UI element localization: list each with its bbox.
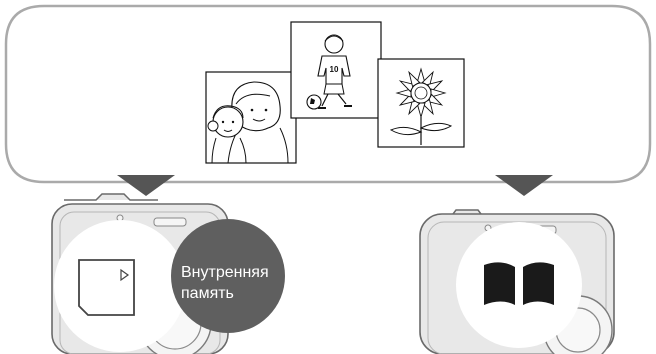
internal-memory-label-line2: память xyxy=(181,283,291,304)
children-portrait-picture xyxy=(206,72,296,163)
internal-memory-label: Внутренняя память xyxy=(181,262,291,304)
arrow-down-right-icon xyxy=(495,175,553,196)
internal-memory-label-line1: Внутренняя xyxy=(181,262,291,283)
jersey-number: 10 xyxy=(330,65,339,74)
sunflower-picture xyxy=(378,59,464,147)
soccer-boy-picture: 10 xyxy=(291,22,381,118)
arrow-down-left-icon xyxy=(117,175,175,196)
book-destination xyxy=(456,222,582,348)
memory-card-icon xyxy=(79,260,134,315)
